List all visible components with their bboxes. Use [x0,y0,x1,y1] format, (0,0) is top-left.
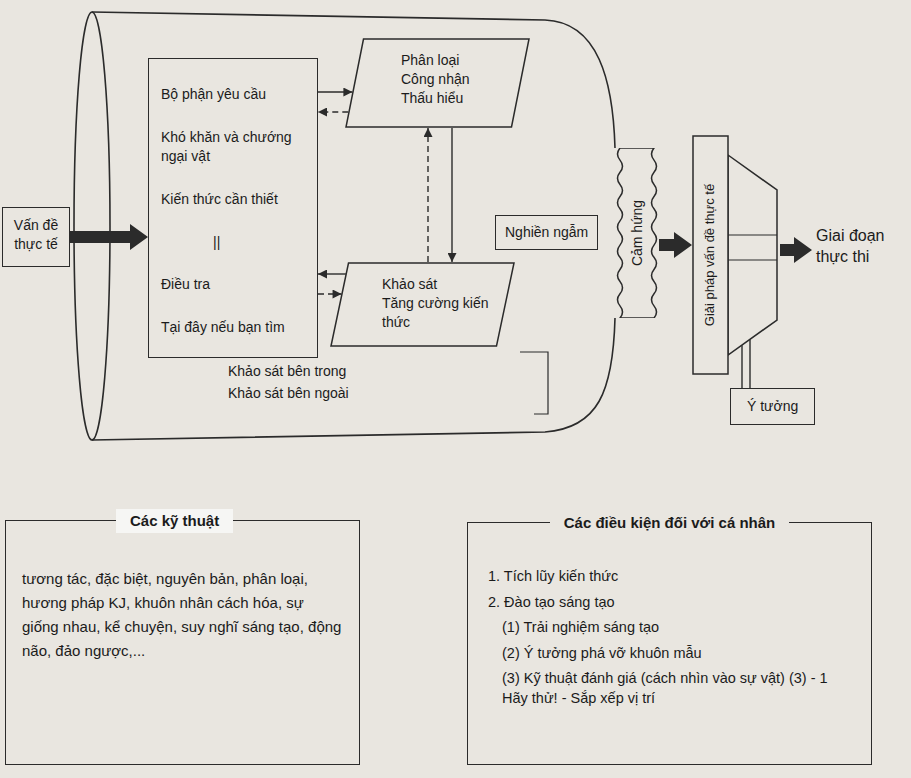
box-label: Nghiền ngẫm [505,223,588,242]
equals-mark: || [161,233,305,252]
idea-box: Ý tưởng [730,388,815,425]
list-item: Khó khăn và chướng ngại vật [161,128,305,166]
box-label: Ý tưởng [747,397,798,416]
feedback-arrow [318,111,348,112]
input-box: Vấn đề thực tế [2,207,70,267]
survey-bracket [520,352,548,414]
bracket-label: Khảo sát bên trong [228,362,346,380]
stage-label: Giai đoạn thực thi [816,226,908,268]
solution-funnel: Giải pháp vấn đề thực tế [692,135,778,375]
bracket-label: Khảo sát bên ngoài [228,384,349,402]
link-line [749,340,750,388]
list-item: Tại đây nếu bạn tìm [161,318,305,337]
inspiration-band: Cảm hứng [615,148,659,318]
list-item: Điều tra [161,275,305,294]
list-item: (1) Trải nghiệm sáng tạo [488,618,853,638]
list-item: (3) Kỹ thuật đánh giá (cách nhìn vào sự … [488,669,853,708]
input-arrow [70,224,148,250]
inspiration-arrow [659,232,692,258]
flow-arrow [451,128,452,262]
box-line: Tăng cường kiến thức [382,294,491,332]
parallelogram-shape [331,263,514,346]
funnel-frame [693,136,728,374]
funnel-line [728,234,777,235]
conditions-panel: Các điều kiện đối với cá nhân1. Tích lũy… [467,522,872,765]
bottle-mouth [74,12,110,440]
box-line: Công nhận [401,70,504,89]
link-line [741,345,742,388]
band-label: Cảm hứng [628,200,647,266]
survey-box: Khảo sátTăng cường kiến thức [330,262,515,347]
box-label: Vấn đề thực tế [8,216,64,254]
list-item: Bộ phận yêu cầu [161,85,305,104]
panel-body: tương tác, đặc biệt, nguyên bản, phân lo… [22,567,343,663]
bottle-outline [92,12,615,440]
panel-heading: Các điều kiện đối với cá nhân [550,511,790,535]
feedback-arrow [427,128,428,262]
classify-box: Phân loạiCông nhậnThấu hiểu [345,38,530,128]
flow-arrow [318,273,346,274]
list-item: 1. Tích lũy kiến thức [488,567,853,587]
list-item: 2. Đào tạo sáng tạo [488,593,853,613]
list-item: (2) Ý tưởng phá vỡ khuôn mẫu [488,644,853,664]
parallelogram-shape [346,39,529,127]
box-line: Khảo sát [382,275,491,294]
wavy-band-shape [618,148,657,318]
band-label: Giải pháp vấn đề thực tế [701,184,719,326]
techniques-panel: Các kỹ thuậttương tác, đặc biệt, nguyên … [5,520,360,765]
panel-heading: Các kỹ thuật [116,509,233,533]
box-line: Thấu hiểu [401,89,504,108]
execution-arrow [780,237,812,263]
feedback-arrow [318,293,342,294]
list-item: Kiến thức cần thiết [161,190,305,209]
box-line: Phân loại [401,51,504,70]
funnel-line [728,259,777,260]
reflection-box: Nghiền ngẫm [495,215,598,250]
idea-link [742,340,750,388]
requirement-box: Bộ phận yêu cầuKhó khăn và chướng ngại v… [148,58,318,358]
funnel-cone [728,155,777,355]
flow-arrow [318,91,352,92]
